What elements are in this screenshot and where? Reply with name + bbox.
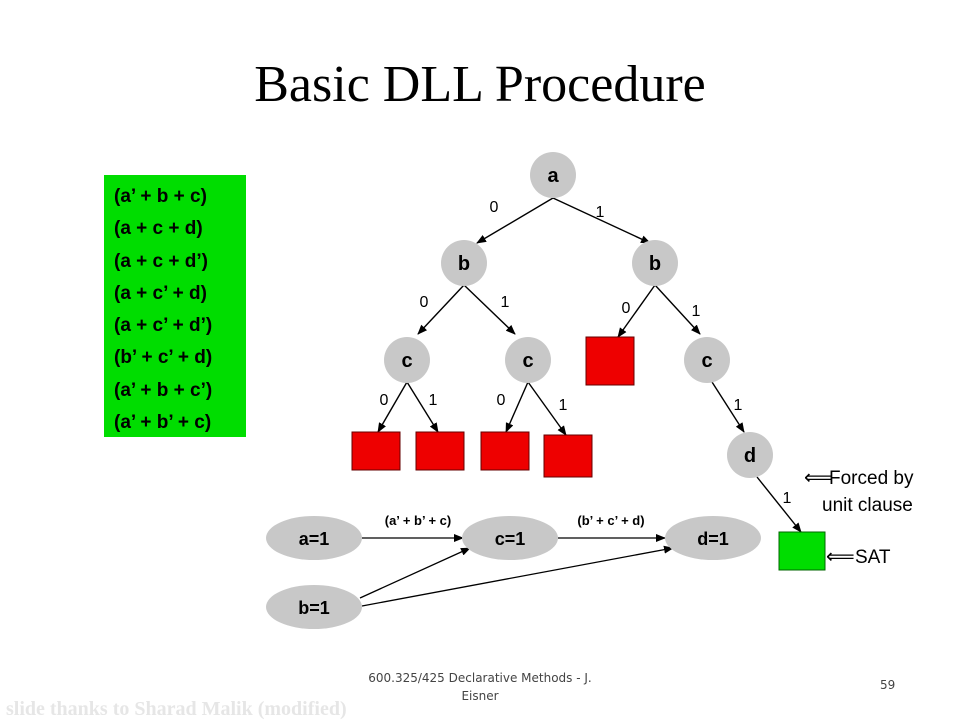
node-c-r-label: c [701, 350, 712, 372]
clause-item: (a + c + d) [114, 218, 203, 240]
edge-label: 0 [490, 199, 499, 216]
node-b-left-label: b [458, 253, 470, 275]
edge-bl-0 [417, 284, 465, 335]
clause-item: (a’ + b + c) [114, 186, 207, 207]
node-b-right-label: b [649, 253, 661, 275]
node-a [530, 152, 576, 198]
slide-title: Basic DLL Procedure [254, 56, 706, 113]
sat-leaf [778, 531, 826, 571]
edge-br-0 [617, 284, 656, 338]
node-d-label: d [744, 445, 756, 467]
edge-cll-1 [406, 381, 439, 433]
implication-node-label: d=1 [697, 529, 729, 549]
edge-cll-0 [377, 381, 408, 433]
sat-annotation: SAT [855, 547, 891, 568]
edge-clr-0 [505, 381, 529, 433]
implication-edge-label: (b’ + c’ + d) [577, 513, 644, 528]
forced-annotation-line1: Forced by [829, 468, 914, 489]
edge-label: 0 [420, 294, 429, 311]
conflict-leaf [480, 431, 530, 471]
node-d [727, 432, 773, 478]
edge-label: 1 [692, 303, 701, 320]
arrow-icon: ⟸ [804, 467, 833, 489]
edge-clr-1 [527, 381, 567, 436]
clause-item: (a + c + d’) [114, 250, 208, 272]
node-c-ll-label: c [401, 350, 412, 372]
clause-list: (a’ + b + c) (a + c + d) (a + c + d’) (a… [104, 175, 246, 437]
node-c-lr [505, 337, 551, 383]
edge-label: 1 [734, 397, 743, 414]
implication-edge [361, 545, 674, 607]
node-b-left [441, 240, 487, 286]
course-footer: 600.325/425 Declarative Methods - J. Eis… [340, 669, 620, 705]
implication-node-label: b=1 [298, 598, 330, 618]
edge-label: 0 [497, 392, 506, 409]
implication-node-b1 [266, 585, 362, 629]
implication-node-a1 [266, 516, 362, 560]
node-c-r [684, 337, 730, 383]
conflict-leaf [543, 434, 593, 478]
page-number: 59 [880, 678, 896, 692]
clause-item: (a’ + b’ + c) [114, 412, 212, 434]
clause-item: (a + c’ + d) [114, 282, 207, 304]
implication-node-d1 [665, 516, 761, 560]
implication-node-c1 [462, 516, 558, 560]
node-c-lr-label: c [522, 350, 533, 372]
edge-a-1 [552, 197, 651, 244]
edge-br-1 [654, 284, 701, 335]
edge-label: 1 [429, 392, 438, 409]
node-b-right [632, 240, 678, 286]
conflict-leaf [415, 431, 465, 471]
edge-label: 0 [380, 392, 389, 409]
node-a-label: a [547, 165, 559, 187]
edge-cr-1 [711, 381, 745, 433]
edge-label: 0 [622, 300, 631, 317]
edge-bl-1 [463, 284, 516, 335]
implication-node-label: a=1 [299, 529, 330, 549]
forced-annotation-line2: unit clause [822, 495, 913, 516]
implication-node-label: c=1 [495, 529, 526, 549]
node-c-ll [384, 337, 430, 383]
slide-credit: slide thanks to Sharad Malik (modified) [6, 698, 347, 720]
edge-label: 1 [596, 204, 605, 221]
clause-item: (a’ + b + c’) [114, 379, 213, 401]
clause-item: (b’ + c’ + d) [114, 347, 213, 369]
course-footer-line: 600.325/425 Declarative Methods - J. [368, 671, 592, 685]
implication-edge-label: (a’ + b’ + c) [385, 513, 451, 528]
edge-label: 1 [501, 294, 510, 311]
edge-label: 1 [783, 490, 792, 507]
course-footer-line: Eisner [461, 689, 499, 703]
edge-label: 1 [559, 397, 568, 414]
edge-a-0 [476, 197, 554, 244]
clause-item: (a + c’ + d’) [114, 315, 213, 337]
conflict-leaf [351, 431, 401, 471]
conflict-leaf [585, 336, 635, 386]
implication-edge [359, 547, 471, 599]
edge-d-1 [756, 476, 802, 533]
arrow-icon: ⟸ [826, 546, 855, 568]
